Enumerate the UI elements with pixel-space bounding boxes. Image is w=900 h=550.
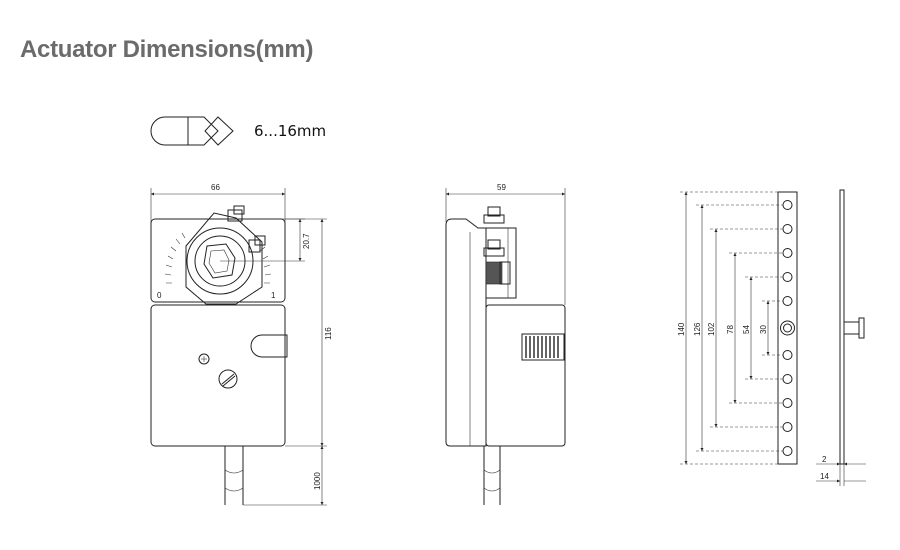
shaft-shape-icons [150, 116, 234, 146]
spacing-label-78: 78 [726, 325, 735, 334]
thickness-label: 2 [822, 455, 827, 464]
scale-max-label: 1 [271, 291, 276, 300]
mounting-holes [780, 200, 795, 456]
shaft-clamp [185, 205, 266, 305]
position-scale [164, 232, 272, 284]
square-shaft-icon [188, 116, 234, 146]
pin-length-label: 14 [820, 472, 829, 481]
cable-length-label: 1000 [313, 472, 322, 490]
side-view: 59 [445, 183, 566, 505]
side-width-label: 59 [497, 183, 506, 192]
clamp-offset-label: 20.7 [302, 233, 311, 249]
spacing-label-30: 30 [759, 325, 768, 334]
bracket-view: 140 126 102 78 54 30 2 14 [677, 189, 866, 486]
manual-override-knob [521, 333, 565, 361]
spacing-label-126: 126 [693, 322, 702, 336]
scale-min-label: 0 [157, 291, 162, 300]
front-width-label: 66 [211, 183, 220, 192]
body-height-label: 116 [324, 327, 333, 340]
round-shaft-icon [150, 116, 189, 146]
page-title: Actuator Dimensions(mm) [20, 36, 314, 63]
spacing-label-140: 140 [677, 322, 686, 336]
shaft-range-label: 6...16mm [254, 122, 326, 140]
spacing-label-102: 102 [707, 322, 716, 336]
spacing-label-54: 54 [742, 325, 751, 334]
front-view: 66 0 1 [150, 183, 333, 506]
